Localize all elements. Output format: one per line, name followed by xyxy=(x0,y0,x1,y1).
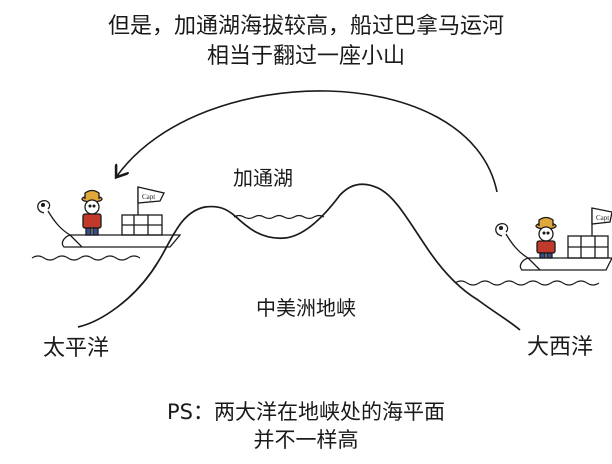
ship-icon xyxy=(495,207,612,271)
lake-water xyxy=(233,214,325,220)
footnote-line-1: PS：两大洋在地峡处的海平面 xyxy=(167,400,445,424)
flag-text-right: Capt xyxy=(596,214,609,222)
flag-icon xyxy=(591,207,612,225)
pacific-waves xyxy=(31,255,141,261)
flag-text-left: Capt xyxy=(142,193,155,201)
label-isthmus: 中美洲地峡 xyxy=(256,296,356,320)
headline-line-2: 相当于翻过一座小山 xyxy=(206,44,405,69)
sailor-icon xyxy=(81,189,103,236)
label-atlantic-ocean: 大西洋 xyxy=(527,335,594,360)
isthmus-outline xyxy=(77,183,521,331)
sailor-icon xyxy=(535,216,557,259)
atlantic-waves xyxy=(454,280,600,286)
curved-arrow-icon xyxy=(117,90,498,193)
label-pacific-ocean: 太平洋 xyxy=(43,336,110,361)
label-gatun-lake: 加通湖 xyxy=(233,166,293,190)
ship-icon xyxy=(37,186,182,248)
headline-line-1: 但是，加通湖海拔较高，船过巴拿马运河 xyxy=(107,14,504,39)
footnote-line-2: 并不一样高 xyxy=(253,428,359,452)
flag-icon xyxy=(137,186,165,204)
